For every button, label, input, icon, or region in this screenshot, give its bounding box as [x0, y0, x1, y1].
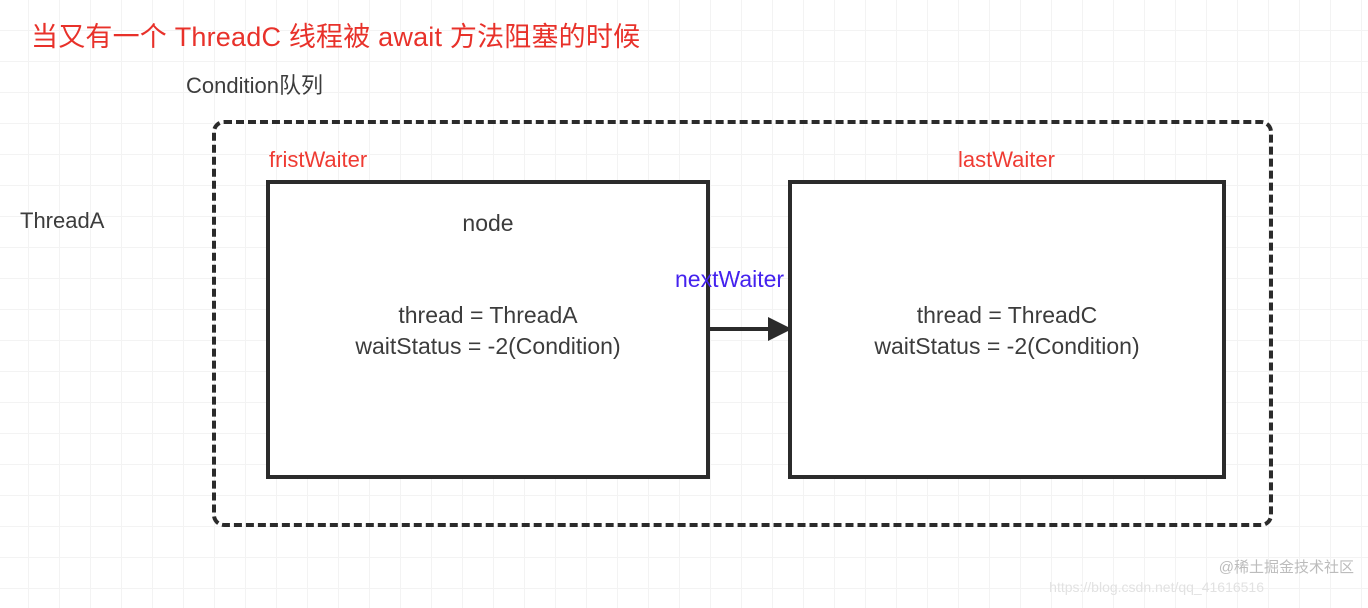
node-thread-field-first: thread = ThreadA [398, 302, 578, 328]
next-waiter-pointer-label: nextWaiter [675, 266, 785, 292]
condition-queue-label: Condition队列 [186, 73, 323, 98]
watermark-url: https://blog.csdn.net/qq_41616516 [1049, 579, 1264, 595]
thread-a-label: ThreadA [20, 208, 105, 233]
watermark-text: @稀土掘金技术社区 [1218, 559, 1354, 576]
node-waitstatus-field-first: waitStatus = -2(Condition) [355, 333, 621, 359]
node-waitstatus-field-last: waitStatus = -2(Condition) [874, 333, 1140, 359]
node-heading-first: node [462, 210, 514, 236]
last-waiter-pointer-label: lastWaiter [958, 147, 1055, 172]
node-fields-last: thread = ThreadC waitStatus = -2(Conditi… [788, 300, 1226, 362]
node-box-last-waiter [788, 180, 1226, 479]
condition-queue-container [212, 120, 1273, 527]
next-waiter-arrow-icon [706, 317, 792, 341]
node-box-first-waiter [266, 180, 710, 479]
node-fields-first: thread = ThreadA waitStatus = -2(Conditi… [266, 300, 710, 362]
node-thread-field-last: thread = ThreadC [916, 302, 1098, 328]
first-waiter-pointer-label: fristWaiter [269, 147, 368, 172]
diagram-title: 当又有一个 ThreadC 线程被 await 方法阻塞的时候 [31, 22, 641, 52]
